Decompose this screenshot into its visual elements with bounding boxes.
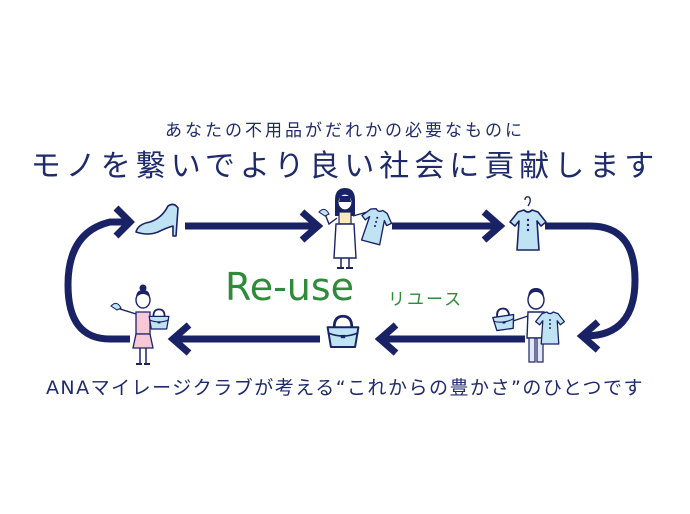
arrow-person-to-shoe [64,205,135,343]
handbag-icon [326,314,360,349]
arrow-dress-to-receiver [545,222,639,353]
reuse-kana-label: リユース [388,290,464,310]
footer-tagline: ANAマイレージクラブが考える“これからの豊かさ”のひとつです [45,377,645,399]
subtitle: あなたの不用品がだれかの必要なものに [165,121,525,141]
reuse-label: Re-use [225,265,355,309]
dress-hanger-icon [509,196,547,251]
woman-with-bag-and-dress-icon [490,288,566,363]
arrow-person-to-dress [392,209,506,243]
arrow-bag-to-person [167,322,320,356]
arrow-shoe-to-person [185,209,324,243]
woman-holding-dress-icon [318,188,395,269]
arrow-receiver-to-bag [374,322,525,356]
woman-with-bag-icon [110,284,170,365]
main-title: モノを繋いでより良い社会に貢献します [30,149,660,184]
high-heel-shoe-icon [135,203,179,237]
